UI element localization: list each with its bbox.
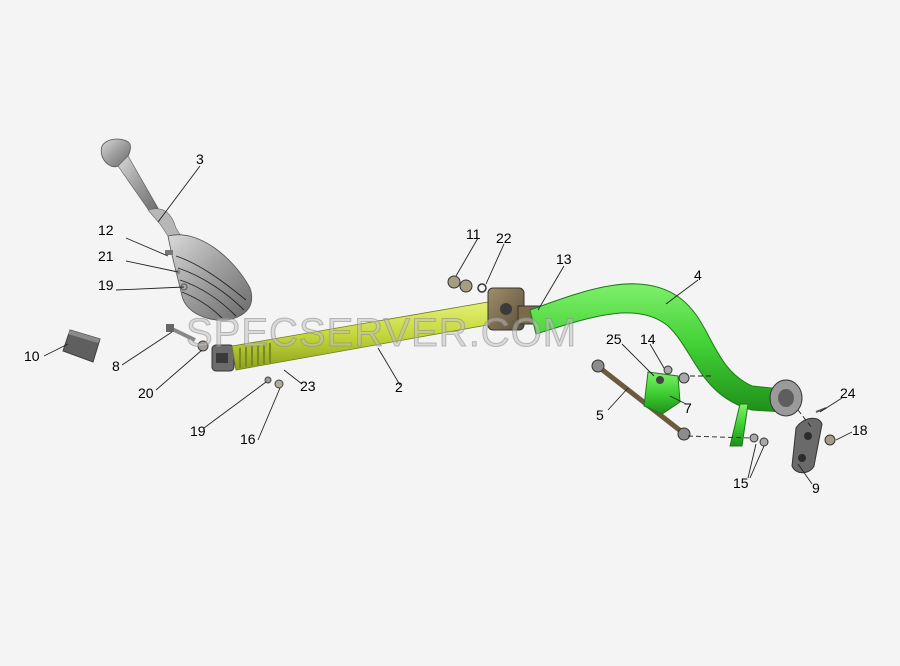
callout-13: 13: [556, 251, 572, 267]
part-20-nut: [197, 340, 209, 352]
part-16-nut: [274, 379, 284, 389]
part-9-bracket: [791, 417, 823, 474]
callout-5: 5: [596, 407, 604, 423]
callout-19-lower: 19: [190, 423, 206, 439]
leader-lines: [43, 165, 853, 485]
part-12-screw: [165, 250, 173, 255]
callout-15: 15: [733, 475, 749, 491]
assembly-lines: [687, 375, 813, 439]
callout-3: 3: [196, 151, 204, 167]
watermark-text: SPECSERVER.COM: [186, 311, 577, 355]
callout-4: 4: [694, 267, 702, 283]
callout-25: 25: [606, 331, 622, 347]
part-14-nut: [663, 365, 673, 375]
part-3-gear-lever: [100, 138, 253, 321]
lever-joint: [211, 344, 235, 372]
callout-16: 16: [240, 431, 256, 447]
callout-10: 10: [24, 348, 40, 364]
part-11-nuts: [447, 275, 473, 293]
callout-7: 7: [684, 400, 692, 416]
part-10-block: [62, 329, 101, 363]
callout-labels: 3 12 21 19 10 8 20 19 16 23 2 11 22 13 4…: [24, 151, 868, 496]
callout-23: 23: [300, 378, 316, 394]
callout-20: 20: [138, 385, 154, 401]
part-7-bracket: [643, 371, 681, 415]
callout-14: 14: [640, 331, 656, 347]
callout-2: 2: [395, 379, 403, 395]
callout-9: 9: [812, 480, 820, 496]
callout-22: 22: [496, 230, 512, 246]
rod-spring: [239, 343, 271, 368]
callout-8: 8: [112, 358, 120, 374]
part-19-washer-low: [264, 376, 272, 384]
part-22-washer: [477, 283, 487, 293]
part-5-link: [591, 359, 691, 441]
callout-24: 24: [840, 385, 856, 401]
callout-21: 21: [98, 248, 114, 264]
part-15-nuts: [678, 372, 769, 447]
part-8-bolt: [166, 324, 196, 342]
part-24-pin: [815, 407, 827, 413]
callout-11: 11: [466, 226, 481, 242]
part-18-nut: [824, 434, 836, 446]
callout-18: 18: [852, 422, 868, 438]
callout-19-upper: 19: [98, 277, 114, 293]
part-4-link-rod: [529, 283, 803, 447]
callout-12: 12: [98, 222, 114, 238]
